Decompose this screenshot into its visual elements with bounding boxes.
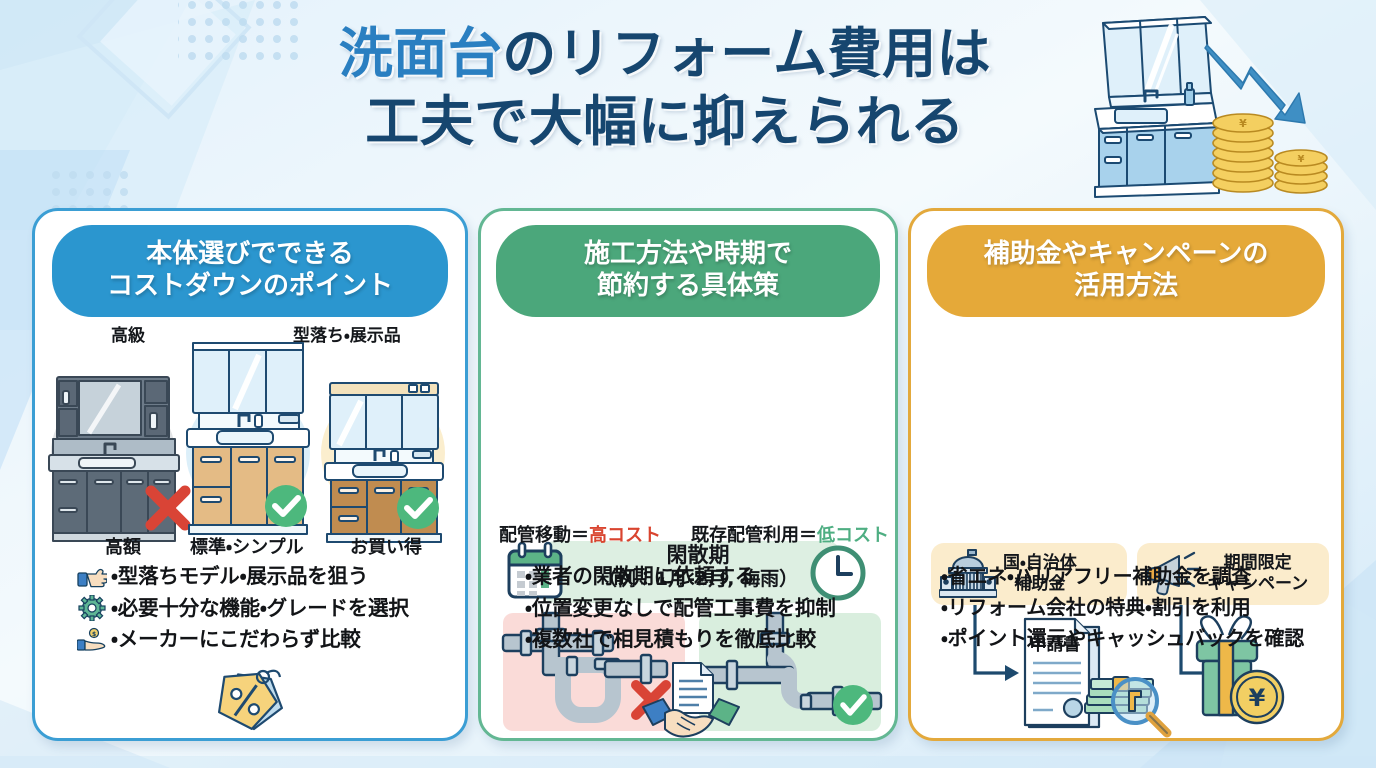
badge-2-line1: 期間限定 bbox=[1223, 553, 1292, 574]
svg-text:¥: ¥ bbox=[1239, 117, 1247, 130]
list-item-text: ・メーカーにこだわらず比較 bbox=[111, 627, 361, 652]
list-item: ・位置変更なしで配管工事費を抑制 bbox=[525, 595, 836, 620]
pipes-rerouted bbox=[501, 611, 669, 723]
svg-text:¥: ¥ bbox=[1249, 684, 1266, 712]
badge-1-line1: 国・自治体 bbox=[1003, 553, 1077, 574]
down-arrow-icon bbox=[1204, 44, 1306, 124]
vanity-3-top-label: 型落ち・展示品 bbox=[293, 326, 401, 346]
card-1-heading-line2: コストダウンのポイント bbox=[106, 270, 393, 301]
card-3-heading: 補助金やキャンペーンの 活用方法 bbox=[927, 225, 1325, 318]
page-title-line2: 工夫で大幅に抑えられる bbox=[365, 90, 965, 154]
page-title-accent: 洗面台 bbox=[338, 22, 503, 85]
vanity-premium-dark bbox=[48, 376, 180, 542]
cross-mark-icon bbox=[145, 485, 191, 531]
calendar-icon bbox=[503, 539, 567, 603]
off-season-band bbox=[541, 541, 841, 603]
badge-1-text: 国・自治体 補助金 bbox=[1003, 553, 1077, 594]
pipe-label-low-main: 既存配管利用＝ bbox=[691, 525, 817, 546]
off-season-line1: 閑散期 bbox=[666, 543, 730, 567]
badge-2-line2: キャンペーン bbox=[1207, 574, 1309, 594]
pipe-label-high-main: 配管移動＝ bbox=[499, 525, 589, 546]
list-item: ・必要十分な機能・グレードを選択 bbox=[77, 593, 507, 625]
list-item-text: ・型落ちモデル・展示品を狙う bbox=[111, 564, 369, 588]
badge-1-line2: 補助金 bbox=[1014, 574, 1066, 594]
badge-limited-campaign[interactable]: 期間限定 キャンペーン bbox=[1137, 543, 1329, 605]
vanity-1-top-label: 高級 bbox=[111, 326, 145, 346]
cards-row: 本体選びでできる コストダウンのポイント 高級 型落ち・展示品 bbox=[0, 208, 1376, 753]
check-mark-icon-outlet bbox=[397, 487, 439, 529]
pipe-comparison bbox=[501, 611, 883, 731]
vanity-outlet-wood bbox=[324, 382, 444, 543]
list-item: ・ポイント還元やキャッシュバックを確認 bbox=[941, 625, 1304, 650]
check-mark-icon-pipes bbox=[833, 685, 873, 725]
cash-with-magnifier-icon bbox=[1079, 663, 1183, 739]
svg-text:$: $ bbox=[92, 631, 96, 638]
pointing-hand-icon bbox=[77, 564, 107, 590]
arrow-head-icon-1 bbox=[1005, 665, 1019, 681]
card-1-bullets: ・型落ちモデル・展示品を狙う bbox=[77, 561, 507, 656]
vanity-3-bottom-label: お買い得 bbox=[350, 537, 422, 558]
card-subsidy-campaign[interactable]: 補助金やキャンペーンの 活用方法 bbox=[908, 208, 1344, 741]
pipe-label-high: 配管移動＝高コスト bbox=[499, 521, 661, 547]
price-tag-discount-icon bbox=[211, 659, 301, 737]
card-method-timing[interactable]: 施工方法や時期で 節約する具体策 bbox=[478, 208, 898, 741]
list-item-text: ・必要十分な機能・グレードを選択 bbox=[111, 595, 409, 620]
card-3-bullets: ・省エネ・バリアフリー補助金を調査 ・リフォーム会社の特典・割引を利用 ・ポイン… bbox=[941, 561, 1371, 653]
off-season-line2: （例：1月-2月, 梅雨） bbox=[597, 568, 799, 591]
card-3-heading-line1: 補助金やキャンペーンの bbox=[983, 239, 1269, 269]
card-2-heading-line2: 節約する具体策 bbox=[596, 270, 779, 301]
list-item: ・リフォーム会社の特典・割引を利用 bbox=[941, 594, 1251, 619]
card-1-heading-line1: 本体選びでできる bbox=[146, 239, 354, 269]
card-2-heading-line1: 施工方法や時期で bbox=[583, 239, 792, 269]
handshake-with-document-icon bbox=[641, 661, 741, 739]
gift-box-with-yen-coin-icon: ¥ bbox=[1195, 615, 1285, 725]
gear-icon bbox=[77, 595, 107, 622]
list-item: ・複数社で相見積もりを徹底比較 bbox=[525, 627, 816, 652]
vanity-1-bottom-label: 高額 bbox=[105, 537, 141, 558]
card-2-bullets: ・業者の閑散期に依頼する ・位置変更なしで配管工事費を抑制 ・複数社で相見積もり… bbox=[525, 561, 939, 656]
list-item: ・省エネ・バリアフリー補助金を調査 bbox=[941, 564, 1252, 588]
badge-2-text: 期間限定 キャンペーン bbox=[1207, 553, 1308, 594]
check-mark-icon-standard bbox=[265, 485, 307, 527]
card-body-selection[interactable]: 本体選びでできる コストダウンのポイント 高級 型落ち・展示品 bbox=[32, 208, 468, 741]
vanity-comparison: 高級 型落ち・展示品 bbox=[35, 321, 465, 558]
pipe-label-high-cost: 高コスト bbox=[589, 525, 661, 546]
svg-text:¥: ¥ bbox=[1298, 154, 1305, 165]
vanity-2-bottom-label: 標準・シンプル bbox=[190, 537, 304, 558]
card-3-heading-line2: 活用方法 bbox=[1073, 270, 1178, 301]
badge-government-subsidy[interactable]: 国・自治体 補助金 bbox=[931, 543, 1127, 605]
hand-with-coin-icon: $ bbox=[77, 627, 107, 653]
pipe-label-low: 既存配管利用＝低コスト bbox=[691, 521, 889, 547]
pipe-label-low-cost: 低コスト bbox=[817, 525, 889, 546]
list-item: ・型落ちモデル・展示品を狙う bbox=[77, 561, 507, 593]
application-form-label: 申請書 bbox=[1030, 634, 1081, 655]
list-item: ・業者の閑散期に依頼する bbox=[525, 564, 756, 588]
application-form-icon bbox=[1023, 617, 1101, 729]
hero-illustration: ¥ ¥ bbox=[1085, 5, 1370, 200]
government-building-icon bbox=[939, 548, 997, 600]
header: 洗面台のリフォーム費用は 工夫で大幅に抑えられる bbox=[0, 0, 1376, 205]
card-1-heading: 本体選びでできる コストダウンのポイント bbox=[52, 225, 448, 318]
clock-icon bbox=[809, 544, 867, 602]
list-item: $ ・メーカーにこだわらず比較 bbox=[77, 624, 507, 656]
page-title-rest: のリフォーム費用は bbox=[502, 22, 992, 85]
off-season-text: 閑散期 （例：1月-2月, 梅雨） bbox=[573, 543, 823, 592]
megaphone-icon bbox=[1145, 550, 1201, 598]
card-2-heading: 施工方法や時期で 節約する具体策 bbox=[496, 225, 880, 318]
page-title: 洗面台のリフォーム費用は 工夫で大幅に抑えられる bbox=[250, 20, 1080, 156]
vanity-standard-wood bbox=[186, 342, 310, 535]
